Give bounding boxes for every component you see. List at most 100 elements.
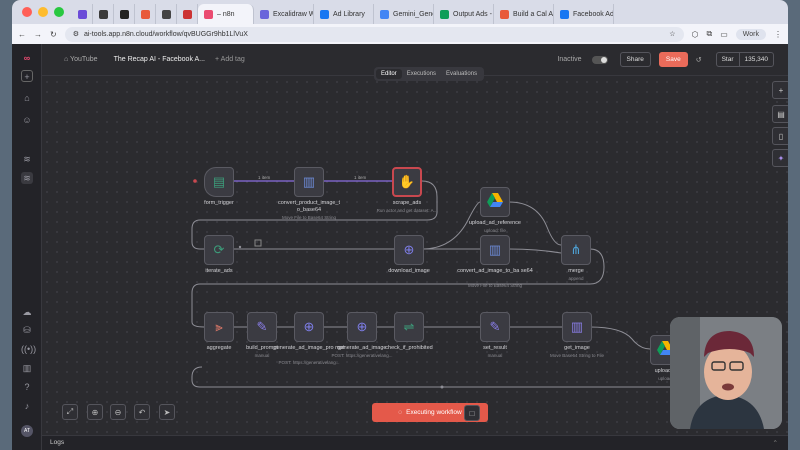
stop-icon[interactable]: □ xyxy=(464,405,480,421)
browser-tab[interactable] xyxy=(72,4,93,24)
bell-icon[interactable]: ♪ xyxy=(24,401,30,411)
node-upload-ad-reference[interactable] xyxy=(480,187,510,217)
browser-tab[interactable]: – n8n xyxy=(198,4,254,24)
url-field[interactable]: ⚙ ai-tools.app.n8n.cloud/workflow/qvBUGG… xyxy=(64,26,684,42)
node-label: set_result xyxy=(483,345,507,351)
star-label: Star xyxy=(717,53,740,66)
tab-favicon-icon xyxy=(119,9,129,19)
tab-favicon-icon xyxy=(182,9,192,19)
node-get-image[interactable]: ▥ xyxy=(562,312,592,342)
tab-executions[interactable]: Executions xyxy=(406,71,437,77)
back-icon[interactable]: ← xyxy=(18,29,26,39)
node-generate-ad-image[interactable]: ⊕ xyxy=(347,312,377,342)
browser-tab[interactable]: Output Ads - Goog xyxy=(434,4,494,24)
convert-product-image-icon: ▥ xyxy=(302,174,316,189)
home-icon[interactable]: ⌂ xyxy=(24,93,30,103)
node-generate-ad-image-prompt[interactable]: ⊕ xyxy=(294,312,324,342)
n8n-logo-icon[interactable]: ∞ xyxy=(23,53,31,63)
extensions-puzzle-icon[interactable]: ⧉ xyxy=(706,29,713,38)
share-button[interactable]: Share xyxy=(619,52,651,67)
iterate-ads-icon: ⟳ xyxy=(213,242,225,257)
sidepanel-icon[interactable]: ▭ xyxy=(720,29,728,39)
tab-title: Excalidraw Whitebo xyxy=(273,10,313,18)
browser-tab[interactable] xyxy=(135,4,156,24)
node-convert-product-image[interactable]: ▥ xyxy=(294,167,324,197)
sticky-note-icon[interactable]: ▤ xyxy=(772,105,788,123)
site-info-icon[interactable]: ⚙ xyxy=(72,31,79,38)
node-build-prompt[interactable]: ✎ xyxy=(247,312,277,342)
tab-title: Ad Library xyxy=(333,10,365,18)
node-subtitle: POST: https://generativelang... xyxy=(278,360,340,365)
minimize-window-button[interactable] xyxy=(38,7,48,17)
workflow-name[interactable]: The Recap AI - Facebook A... xyxy=(113,56,205,63)
logs-bar[interactable]: Logs ⌃ xyxy=(42,435,788,450)
tab-evaluations[interactable]: Evaluations xyxy=(446,71,478,77)
project-link[interactable]: ⌂ YouTube xyxy=(64,56,98,63)
logs-label: Logs xyxy=(50,439,65,446)
window-controls xyxy=(12,7,72,17)
browser-tab[interactable]: Build a Cal AI clone xyxy=(494,4,554,24)
add-node-icon[interactable]: + xyxy=(772,81,788,99)
extension-icon[interactable]: ⬡ xyxy=(691,29,699,39)
close-window-button[interactable] xyxy=(22,7,32,17)
fit-view-icon[interactable]: ⤢ xyxy=(62,404,78,420)
node-check-if-prohibited[interactable]: ⇌ xyxy=(394,312,424,342)
menu-kebab-icon[interactable]: ⋮ xyxy=(774,29,782,39)
expand-logs-icon[interactable]: ⌃ xyxy=(772,440,778,447)
node-set-result[interactable]: ✎ xyxy=(480,312,510,342)
browser-tab[interactable] xyxy=(177,4,198,24)
layers-icon[interactable]: ≋ xyxy=(23,154,31,164)
edge-get-upload xyxy=(589,326,651,350)
node-label: aggregate xyxy=(206,345,232,351)
generate-ad-image-prompt-icon: ⊕ xyxy=(303,319,315,334)
undo-icon[interactable]: ↶ xyxy=(134,404,150,420)
zoom-out-icon[interactable]: ⊖ xyxy=(110,404,126,420)
profile-button[interactable]: Work xyxy=(735,28,766,40)
node-aggregate[interactable]: ⫸ xyxy=(204,312,234,342)
forward-icon[interactable]: → xyxy=(34,29,42,39)
browser-tab[interactable]: Gemini_Generated xyxy=(374,4,434,24)
tab-favicon-icon xyxy=(560,9,569,19)
database-icon[interactable]: ⛁ xyxy=(23,325,31,335)
history-icon[interactable]: ↺ xyxy=(695,56,702,64)
cloud-icon[interactable]: ☁ xyxy=(22,307,32,317)
reload-icon[interactable]: ↻ xyxy=(50,29,57,39)
browser-tab[interactable] xyxy=(93,4,114,24)
tab-editor[interactable]: Editor xyxy=(376,69,402,79)
add-icon[interactable]: + xyxy=(21,70,33,82)
insights-icon[interactable]: ▥ xyxy=(22,363,32,373)
workflow-canvas[interactable]: 1 item 1 item ▤form_trigger▥convert_prod… xyxy=(42,77,788,435)
node-iterate-ads[interactable]: ⟳ xyxy=(204,235,234,265)
browser-tab[interactable]: Facebook Ad Libra xyxy=(554,4,614,24)
broadcast-icon[interactable]: ((•)) xyxy=(21,344,37,354)
panel-icon[interactable]: ▯ xyxy=(772,127,788,145)
zoom-in-icon[interactable]: ⊕ xyxy=(87,404,103,420)
browser-tab[interactable] xyxy=(156,4,177,24)
browser-tab[interactable]: Excalidraw Whitebo xyxy=(254,4,314,24)
active-label: Inactive xyxy=(557,56,582,63)
workflows-icon[interactable]: ≋ xyxy=(21,172,33,184)
node-label: download_image xyxy=(388,268,430,274)
node-convert-ad-image[interactable]: ▥ xyxy=(480,235,510,265)
executing-workflow-button[interactable]: ◌Executing workflow xyxy=(372,403,488,422)
browser-tab[interactable]: Ad Library xyxy=(314,4,374,24)
node-download-image[interactable]: ⊕ xyxy=(394,235,424,265)
tab-favicon-icon xyxy=(77,9,87,19)
bookmark-star-icon[interactable]: ☆ xyxy=(669,31,676,38)
user-icon[interactable]: ☺ xyxy=(22,115,32,125)
avatar[interactable]: AT xyxy=(21,425,33,437)
active-toggle[interactable] xyxy=(591,55,608,64)
plus-connector[interactable] xyxy=(254,239,262,247)
node-scrape-ads[interactable]: ✋ xyxy=(392,167,422,197)
maximize-window-button[interactable] xyxy=(54,7,64,17)
add-tag-button[interactable]: + Add tag xyxy=(215,56,245,63)
save-button[interactable]: Save xyxy=(658,52,688,67)
node-merge[interactable]: ⋔ xyxy=(561,235,591,265)
browser-tab[interactable] xyxy=(114,4,135,24)
node-form-trigger[interactable]: ▤ xyxy=(204,167,234,197)
ai-assistant-icon[interactable]: ✦ xyxy=(772,149,788,167)
aggregate-icon: ⫸ xyxy=(215,319,223,334)
help-icon[interactable]: ? xyxy=(24,382,30,392)
pointer-icon[interactable]: ➤ xyxy=(159,404,175,420)
